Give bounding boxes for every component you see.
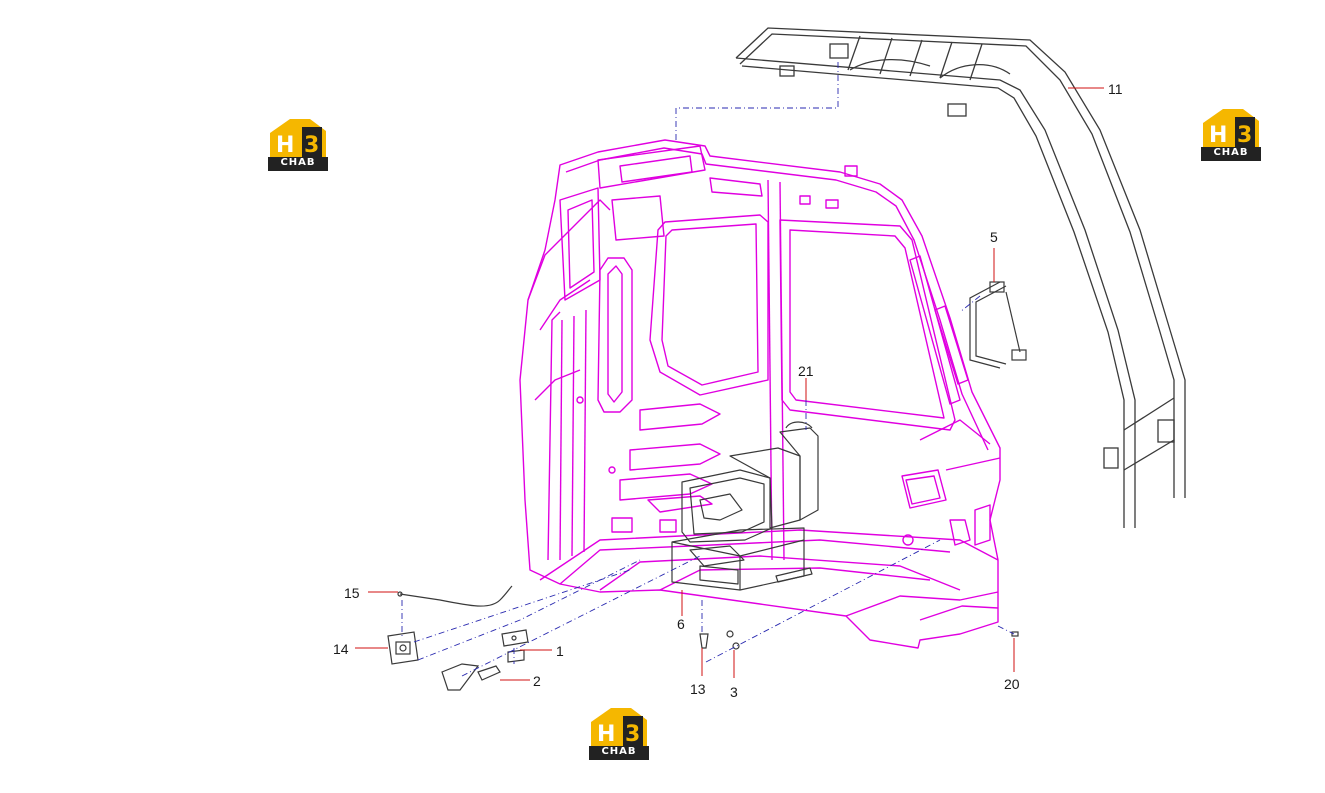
assembly-lines [401,60,1015,677]
roof-guard-frame [735,27,1186,528]
svg-text:3: 3 [304,133,319,158]
callout-14: 14 [333,641,349,657]
callout-2: 2 [533,673,541,689]
logo-brand-text: CHAB [601,746,637,757]
callout-1: 1 [556,643,564,659]
callout-21: 21 [798,363,814,379]
callout-20: 20 [1004,676,1020,692]
footrest-bar [969,281,1027,369]
callout-3: 3 [730,684,738,700]
callout-6: 6 [677,616,685,632]
callout-11: 11 [1108,81,1123,97]
small-parts [387,585,1019,691]
svg-text:H: H [597,722,615,747]
svg-text:H: H [1209,123,1227,148]
brand-logo-left: H 3 CHAB [268,117,328,173]
callout-5: 5 [990,229,998,245]
brand-logo-bottom: H 3 CHAB [589,706,649,762]
cab-body [519,139,1001,649]
logo-brand-text: CHAB [1213,147,1249,158]
svg-text:3: 3 [1237,123,1252,148]
callout-13: 13 [690,681,706,697]
leader-lines [355,87,1104,681]
svg-text:H: H [276,133,294,158]
seat-console [671,421,819,591]
brand-logo-right: H 3 CHAB [1201,107,1261,163]
svg-text:3: 3 [625,722,640,747]
logo-brand-text: CHAB [280,157,316,168]
callout-15: 15 [344,585,360,601]
